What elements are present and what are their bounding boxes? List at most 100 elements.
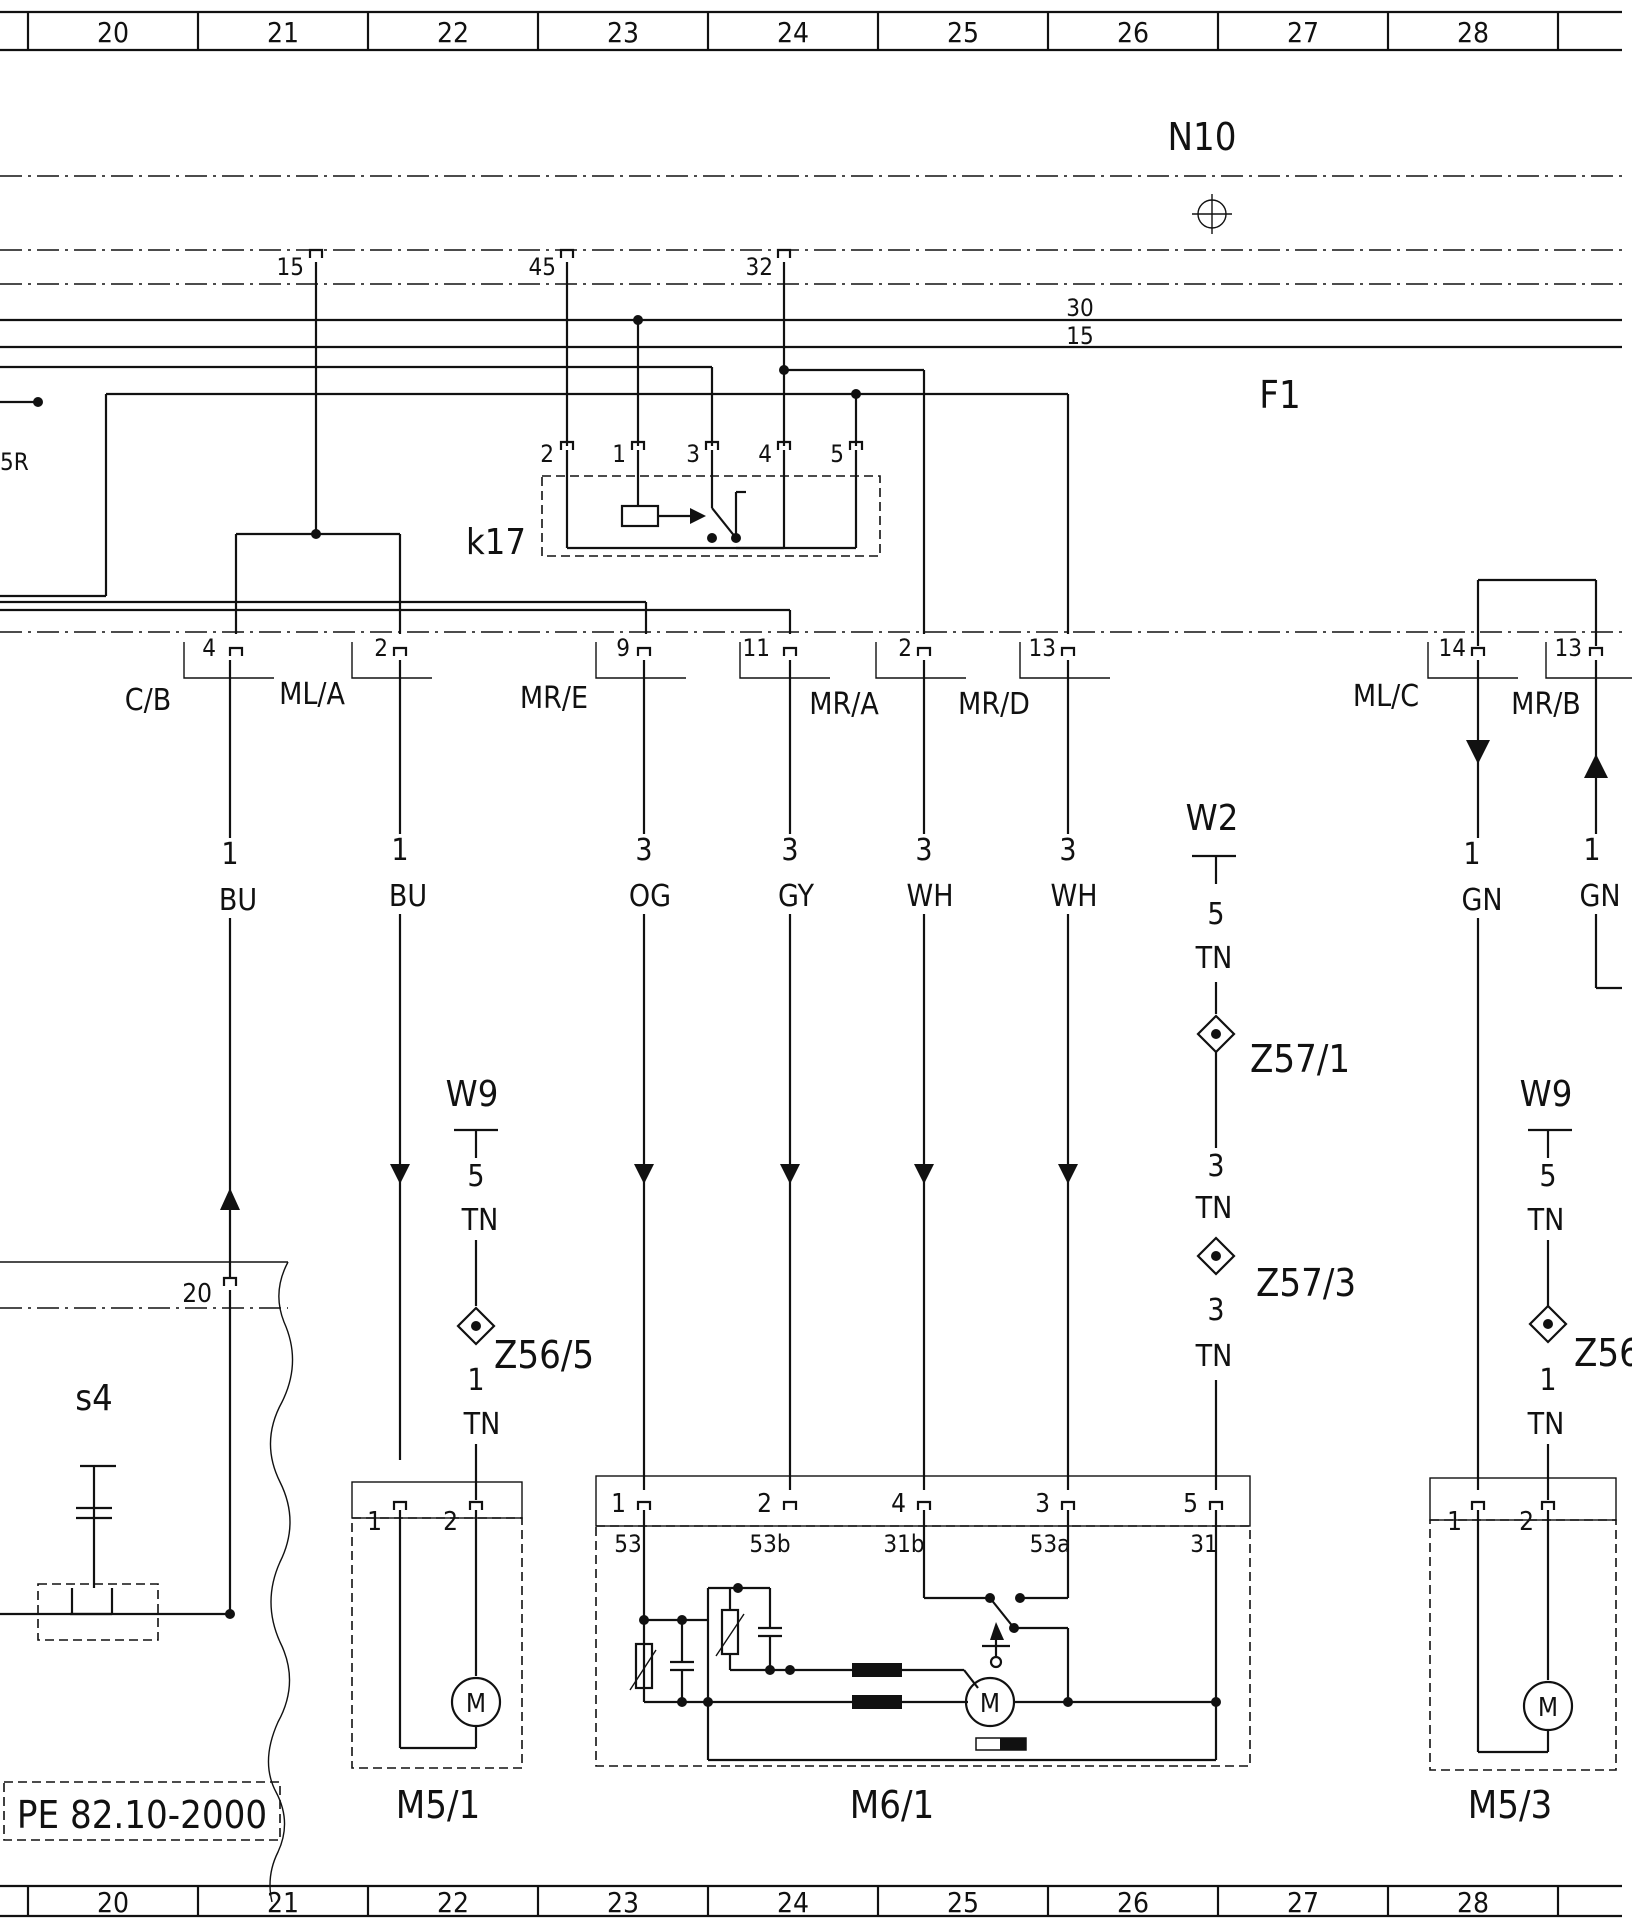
svg-text:53a: 53a	[1030, 1530, 1071, 1558]
svg-text:13: 13	[1029, 634, 1056, 662]
svg-text:31: 31	[1190, 1530, 1217, 1558]
ground-w9-left: W9 5 TN Z56/5 1 TN	[446, 1074, 594, 1500]
svg-text:TN: TN	[463, 1407, 501, 1442]
reference-box: PE 82.10-2000	[3, 1781, 281, 1841]
wire-label-og: 3 OG	[624, 833, 671, 914]
svg-text:3: 3	[686, 440, 700, 468]
ground-w2: W2 5 TN Z57/1 3 TN Z57/3 3 TN	[1186, 798, 1356, 1490]
svg-text:2: 2	[898, 634, 912, 662]
svg-text:TN: TN	[1195, 1191, 1233, 1226]
grid-col-20: 20	[97, 16, 129, 49]
svg-text:3: 3	[915, 833, 932, 868]
svg-text:2: 2	[757, 1489, 772, 1519]
grid-col-23: 23	[607, 16, 639, 49]
svg-text:C/B: C/B	[125, 683, 171, 718]
k17-label: k17	[466, 522, 526, 563]
connector-mr-e: 9 MR/E	[520, 634, 686, 716]
svg-text:ML/C: ML/C	[1353, 679, 1419, 714]
svg-text:31b: 31b	[883, 1530, 924, 1558]
m5-3-motor-symbol: M	[1538, 1693, 1558, 1723]
wire-label-gn-1: 1 GN	[1458, 837, 1503, 918]
wire-label-gn-2: 1 GN	[1578, 833, 1622, 914]
wire-label-wh-1: 3 WH	[904, 833, 954, 914]
grid-col-27: 27	[1287, 16, 1319, 49]
svg-text:Z56/5: Z56/5	[494, 1333, 594, 1377]
svg-text:1: 1	[1447, 1507, 1462, 1537]
svg-text:W9: W9	[446, 1074, 499, 1115]
m6-1-motor-symbol: M	[980, 1689, 1000, 1719]
m5-1-label: M5/1	[396, 1783, 481, 1827]
svg-text:5: 5	[467, 1159, 484, 1194]
f1-label: F1	[1259, 373, 1300, 417]
svg-text:BU: BU	[389, 879, 427, 914]
svg-text:1: 1	[367, 1507, 382, 1537]
connector-mr-b: 13 MR/B	[1511, 634, 1632, 722]
grid-col-24: 24	[777, 16, 809, 49]
svg-text:WH: WH	[1051, 879, 1098, 914]
grid-col-28-bottom: 28	[1457, 1886, 1489, 1919]
svg-text:1: 1	[1583, 833, 1600, 868]
ground-symbol-icon	[1192, 194, 1232, 234]
svg-text:1: 1	[467, 1363, 484, 1398]
svg-text:WH: WH	[907, 879, 954, 914]
f1-pin-32: 32	[746, 248, 792, 446]
grid-col-21-bottom: 21	[267, 1886, 299, 1919]
m6-1-wiper-motor: 1 53 2 53b 4 31b 3 53a 5 31	[595, 1475, 1251, 1827]
svg-text:3: 3	[1207, 1293, 1224, 1328]
connector-13: 13	[1019, 634, 1110, 679]
grid-col-26: 26	[1117, 16, 1149, 49]
svg-text:5: 5	[1539, 1159, 1556, 1194]
wire-label-bu-1: 1 BU	[210, 837, 257, 918]
svg-text:53b: 53b	[749, 1530, 790, 1558]
svg-text:TN: TN	[1527, 1407, 1565, 1442]
grid-col-23-bottom: 23	[607, 1886, 639, 1919]
svg-text:3: 3	[1207, 1149, 1224, 1184]
k17-relay: k17 2 1 3 4 5	[466, 440, 881, 563]
svg-text:GN: GN	[1579, 879, 1620, 914]
svg-text:4: 4	[202, 634, 216, 662]
svg-text:TN: TN	[461, 1203, 499, 1238]
m5-1-motor: 1 2 M M5/1	[351, 1481, 523, 1827]
svg-text:11: 11	[743, 634, 770, 662]
svg-text:53: 53	[614, 1530, 641, 1558]
svg-text:1: 1	[1463, 837, 1480, 872]
grid-col-22-bottom: 22	[437, 1886, 469, 1919]
svg-text:OG: OG	[629, 879, 671, 914]
svg-text:MR/D: MR/D	[958, 687, 1030, 722]
svg-text:TN: TN	[1195, 1339, 1233, 1374]
svg-text:3: 3	[781, 833, 798, 868]
svg-text:W2: W2	[1186, 798, 1239, 839]
svg-text:MR/A: MR/A	[809, 687, 879, 722]
grid-col-27-bottom: 27	[1287, 1886, 1319, 1919]
svg-text:1: 1	[221, 837, 238, 872]
stub-5r-label: 5R	[0, 448, 29, 476]
s4-switch: 20 s4	[0, 1261, 294, 1903]
reference-label: PE 82.10-2000	[17, 1793, 267, 1837]
svg-text:TN: TN	[1527, 1203, 1565, 1238]
svg-text:2: 2	[1519, 1507, 1534, 1537]
m6-1-label: M6/1	[850, 1783, 935, 1827]
svg-text:4: 4	[891, 1489, 906, 1519]
connector-ml-c: 14 ML/C	[1353, 634, 1518, 714]
grid-col-24-bottom: 24	[777, 1886, 809, 1919]
svg-text:Z56: Z56	[1574, 1331, 1632, 1375]
wire-label-gy: 3 GY	[770, 833, 814, 914]
svg-text:Z57/3: Z57/3	[1256, 1261, 1356, 1305]
connector-c-b: 4 C/B	[125, 634, 274, 718]
svg-text:W9: W9	[1520, 1074, 1573, 1115]
svg-text:1: 1	[1539, 1363, 1556, 1398]
m5-3-label: M5/3	[1468, 1783, 1553, 1827]
m5-1-motor-symbol: M	[466, 1689, 486, 1719]
grid-col-21: 21	[267, 16, 299, 49]
grid-col-25: 25	[947, 16, 979, 49]
connector-mr-d: 2 MR/D	[875, 634, 1030, 722]
wire-label-bu-2: 1 BU	[384, 833, 427, 914]
svg-text:2: 2	[540, 440, 554, 468]
svg-text:5: 5	[830, 440, 844, 468]
svg-text:14: 14	[1439, 634, 1466, 662]
svg-text:MR/E: MR/E	[520, 681, 588, 716]
svg-text:ML/A: ML/A	[279, 677, 345, 712]
m5-3-motor: 1 2 M M5/3	[1429, 1477, 1617, 1827]
svg-text:32: 32	[746, 253, 773, 281]
